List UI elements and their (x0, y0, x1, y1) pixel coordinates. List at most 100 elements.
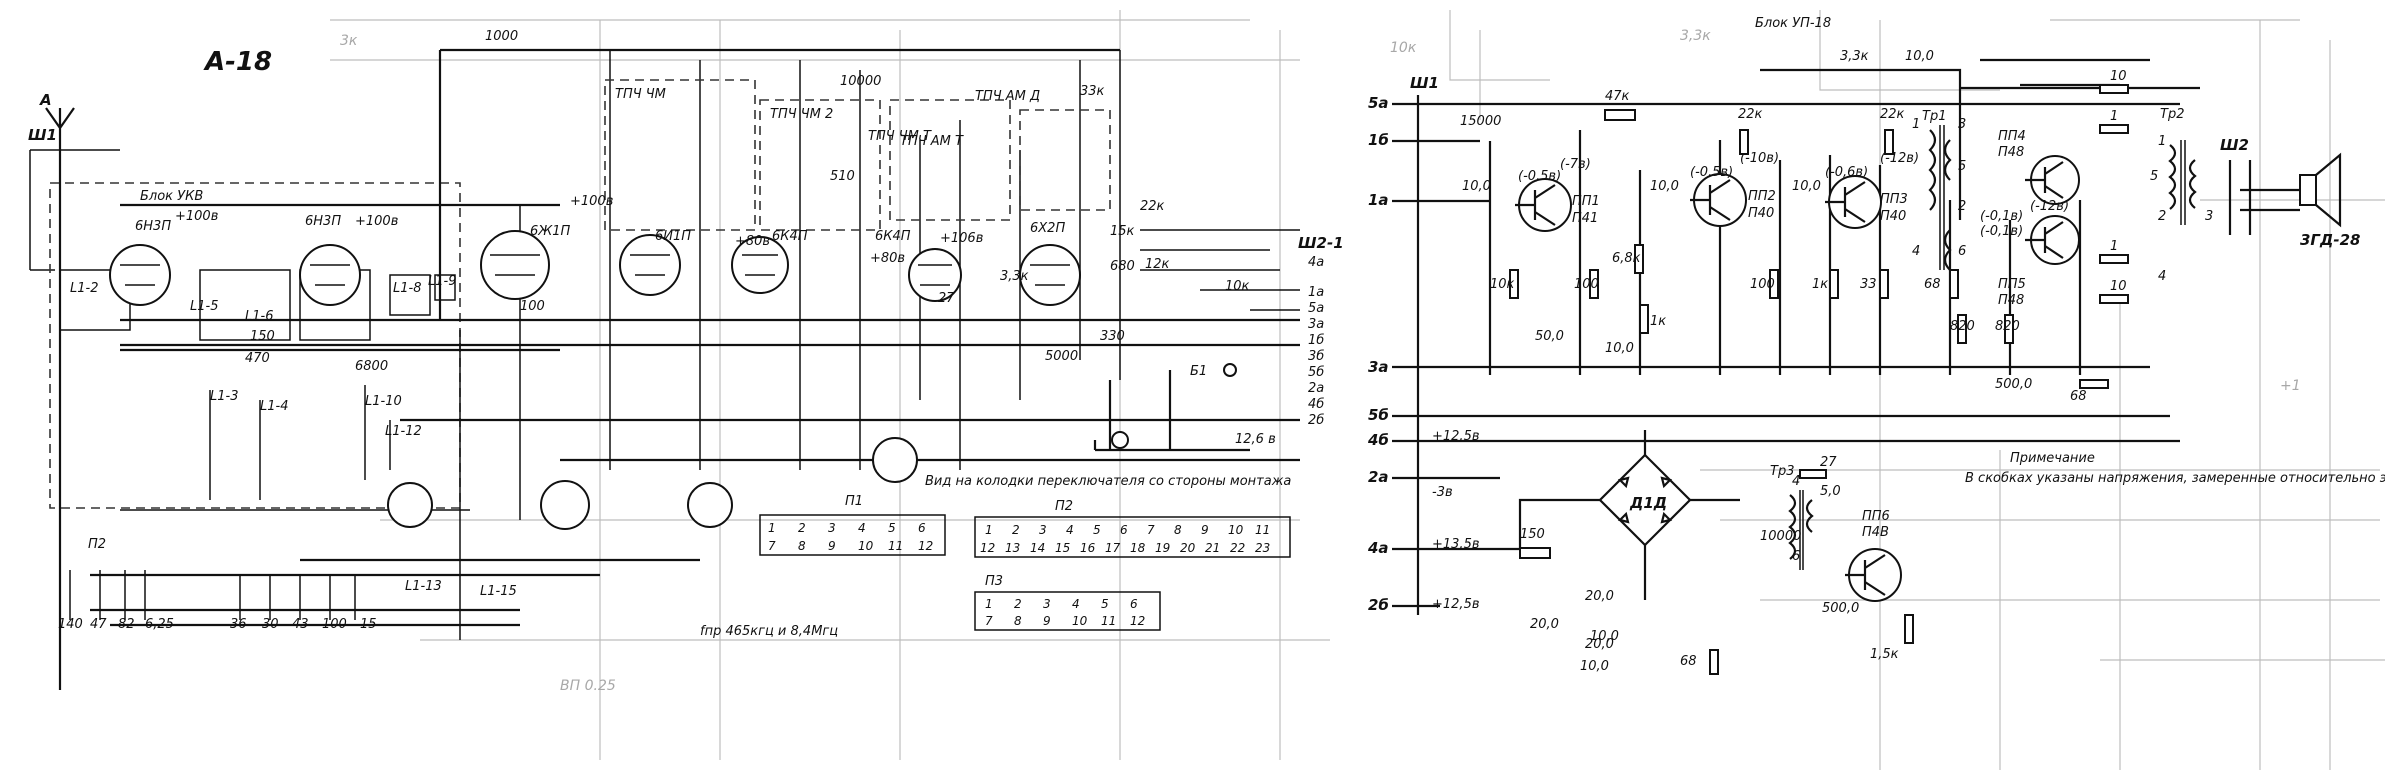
switch-p3-diagram (974, 591, 1161, 631)
switch-p2-pin: 19 (1155, 541, 1170, 555)
switch-p3-pin: 11 (1101, 614, 1116, 628)
resistor-glyphs (1509, 84, 2129, 675)
switch-p2-pin: 9 (1201, 523, 1209, 537)
resistor-27: 27 (1820, 455, 1837, 470)
capacitor-10-0-1: 10,0 (1462, 179, 1491, 194)
switch-p1-pin: 2 (798, 521, 806, 535)
pp4-bias: (-0,1в) (1980, 209, 2023, 224)
tube-label-2: 6Н3П (305, 214, 341, 229)
rail-label-4: +12,5в (1432, 597, 1480, 612)
switch-p2-pin: 16 (1080, 541, 1096, 555)
winding-num-6: 2 (1958, 199, 1966, 214)
pp1-bias: (-0,5в) (1518, 169, 1561, 184)
resistor-10-1: 10 (2110, 69, 2127, 84)
coil-l1-2: L1-2 (70, 281, 98, 296)
pp5-bias: (-0,1в) (1980, 224, 2023, 239)
bottom-cap-100: 100 (322, 617, 347, 632)
component-10000: 10000 (840, 74, 881, 89)
tube-v2-symbol (299, 244, 361, 306)
connector-pin-list: 4а 1а 5а 3а 1б 3б 5б 2а 4б 2б (1308, 255, 1324, 428)
component-27: 27 (938, 291, 955, 306)
capacitor-10-0-3: 10,0 (1792, 179, 1821, 194)
switch-p2-pin: 18 (1130, 541, 1146, 555)
bottom-cap-140: 140 (58, 617, 83, 632)
capacitor-15000: 15000 (1460, 114, 1501, 129)
l1-9-coil-box (434, 274, 456, 301)
pp2-ref: ПП2 (1748, 189, 1776, 204)
coil-l1-15: L1-15 (480, 584, 517, 599)
connector-pin-3b: 3б (1308, 349, 1324, 364)
coil-l1-6: L1-6 (245, 309, 273, 324)
component-10k: 10к (1225, 279, 1250, 294)
svg-text:ВП 0.25: ВП 0.25 (560, 678, 616, 694)
input-2a: 2а (1368, 468, 1389, 486)
coil-l1-4: L1-4 (260, 399, 288, 414)
transformer-tr2-symbol (2168, 140, 2197, 225)
capacitor-500-0-2: 500,0 (1822, 601, 1859, 616)
switch-note-line: Вид на колодки переключателя со стороны … (925, 474, 1291, 489)
diode-bridge-label: Д1Д (1629, 494, 1667, 512)
switch-p2-pin: 10 (1228, 523, 1244, 537)
l1-8-coil-box (389, 274, 431, 316)
switch-p2-pin: 13 (1005, 541, 1020, 555)
pp4-type: П48 (1998, 145, 2024, 160)
component-12k: 12к (1145, 257, 1170, 272)
capacitor-10-0-7: 10,0 (1590, 629, 1619, 644)
component-3-3k: 3,3к (1000, 269, 1029, 284)
input-4a: 4а (1367, 539, 1389, 557)
supply-label-5: +106в (940, 231, 983, 246)
supply-label-1: +100в (175, 209, 218, 224)
transistor-pp1-symbol (1515, 178, 1572, 232)
note-text: В скобках указаны напряжения, замеренные… (1965, 471, 2385, 486)
switch-p2-pin: 7 (1147, 523, 1155, 537)
switch-p2-pin: 21 (1205, 541, 1220, 555)
component-15k: 15к (1110, 224, 1135, 239)
component-6800: 6800 (355, 359, 388, 374)
component-33k: 33к (1080, 84, 1105, 99)
coil-l1-13: L1-13 (405, 579, 442, 594)
tube-label-7: 6Х2П (1030, 221, 1065, 236)
antenna-symbol (29, 107, 120, 690)
switch-p3-pin: 3 (1043, 597, 1051, 611)
connector-pin-5a: 5а (1308, 301, 1324, 316)
capacitor-10-0-2: 10,0 (1650, 179, 1679, 194)
switch-p2-pin: 14 (1030, 541, 1045, 555)
switch-p1-pin: 8 (798, 539, 806, 553)
switch-label-p3: П3 (985, 574, 1003, 589)
transformer-tr1-label: Тр1 (1922, 109, 1946, 124)
signal-bus (1418, 102, 2180, 608)
pilot-lamp-symbol (1093, 363, 1250, 452)
pp1-ref: ПП1 (1572, 194, 1600, 209)
switch-p1-pin: 12 (918, 539, 933, 553)
switch-p2-pin: 6 (1120, 523, 1128, 537)
output-connector-label: Ш2-1 (1298, 234, 1344, 252)
switch-p3-pin: 10 (1072, 614, 1088, 628)
resistor-22k-2: 22к (1880, 107, 1905, 122)
supply-label-4: +80в (735, 234, 770, 249)
input-2b: 2б (1368, 596, 1389, 614)
if-filter-chm-1 (604, 79, 756, 231)
switch-p3-pin: 12 (1130, 614, 1145, 628)
resistor-1k-2: 1к (1812, 277, 1828, 292)
tube-v7-symbol (1019, 244, 1081, 306)
resistor-6-8k: 6,8к (1612, 251, 1641, 266)
tube-label-5: 6К4П (772, 229, 808, 244)
coil-l1-10: L1-10 (365, 394, 402, 409)
pp5-ref: ПП5 (1998, 277, 2026, 292)
rail-label-2: -3в (1432, 485, 1453, 500)
svg-text:10к: 10к (1390, 40, 1417, 56)
resistor-33: 33 (1860, 277, 1877, 292)
pp3-type: П40 (1880, 209, 1906, 224)
switch-p1-pin: 9 (828, 539, 836, 553)
switch-p3-pin: 4 (1072, 597, 1080, 611)
connector-pin-3a: 3а (1308, 317, 1324, 332)
input-1b: 1б (1368, 131, 1389, 149)
switch-p1-pin: 7 (768, 539, 776, 553)
antenna-label: А (39, 91, 52, 109)
resistor-10-2: 10 (2110, 279, 2127, 294)
left-block-title: А-18 (203, 47, 272, 77)
component-150: 150 (250, 329, 275, 344)
resistor-47k: 47к (1605, 89, 1630, 104)
